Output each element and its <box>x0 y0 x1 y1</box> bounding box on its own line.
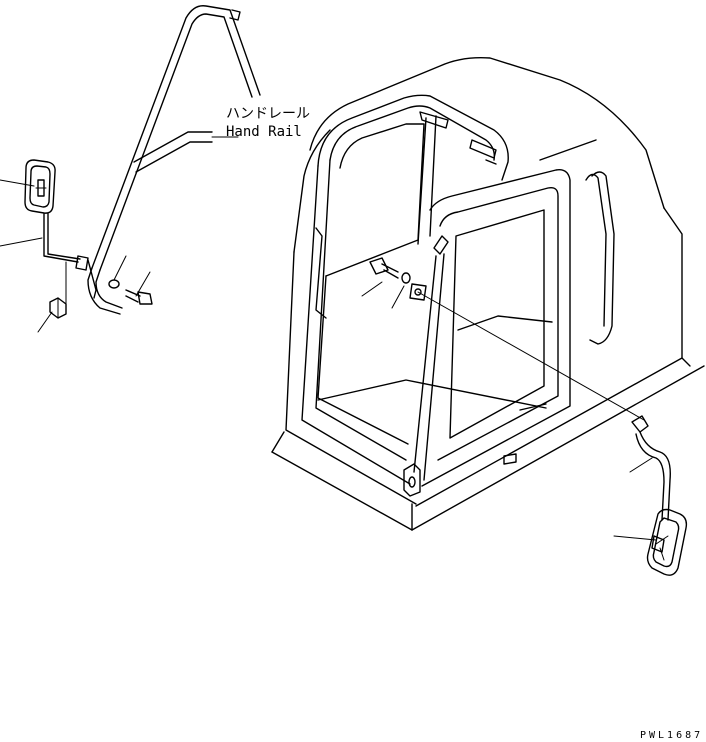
cab-washer <box>401 272 411 284</box>
handrail-label-en: Hand Rail <box>226 124 302 140</box>
handrail-label-jp: ハンドレール <box>226 106 310 122</box>
nut-leader <box>37 311 53 333</box>
cab-body <box>271 56 705 531</box>
hand-rail <box>87 5 261 315</box>
cab-washer-leader <box>391 285 405 309</box>
mirror-stay <box>43 213 97 313</box>
nut <box>49 297 67 319</box>
drawing-code: PWL1687 <box>640 730 703 741</box>
left-mirror <box>24 159 56 214</box>
cab-bolt-leader <box>361 281 383 297</box>
cab-bracket <box>409 283 427 301</box>
bracket-to-mirror-line <box>417 291 645 421</box>
right-mirror-leader <box>613 535 657 541</box>
washer-small <box>108 279 120 289</box>
stay-leader <box>0 237 43 247</box>
mirror-leader <box>0 179 35 187</box>
right-mirror <box>631 415 688 576</box>
cab-bolt <box>369 257 399 279</box>
handrail-label: ハンドレール Hand Rail <box>226 106 310 140</box>
bolt <box>125 289 153 305</box>
bolt-leader <box>135 271 151 297</box>
right-stay-leader <box>629 457 653 473</box>
washer-leader <box>113 255 127 281</box>
